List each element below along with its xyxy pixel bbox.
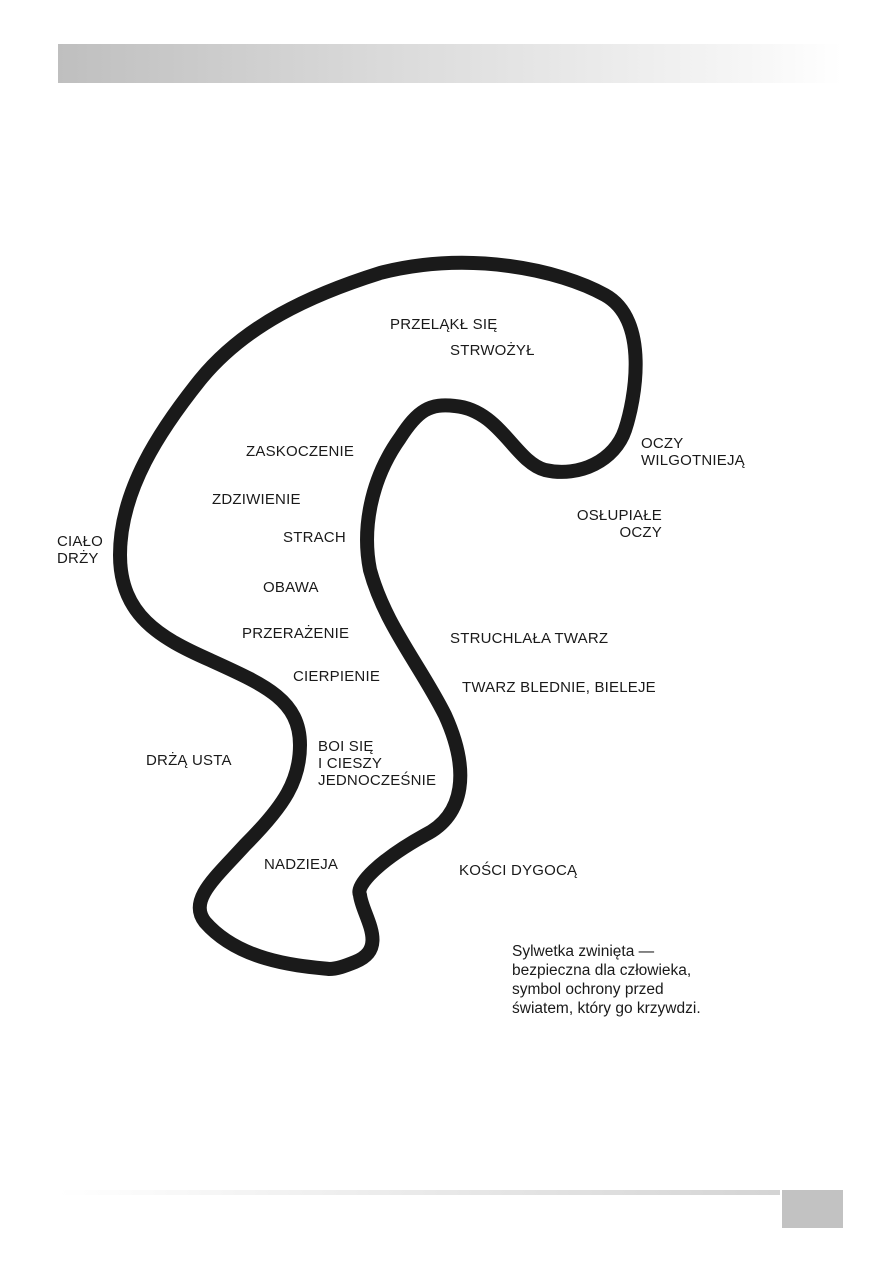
label-oslupiale-oczy: OSŁUPIAŁE OCZY	[576, 507, 662, 541]
label-oczy-wilgotnieja: OCZY WILGOTNIEJĄ	[641, 435, 745, 469]
silhouette-path	[113, 255, 643, 976]
caption-text: Sylwetka zwinięta — bezpieczna dla człow…	[512, 943, 701, 1017]
label-struchlala-twarz: STRUCHLAŁA TWARZ	[450, 630, 609, 647]
label-zdziwienie: ZDZIWIENIE	[212, 491, 301, 508]
label-obawa: OBAWA	[263, 579, 319, 596]
header-bar	[58, 44, 842, 83]
label-przelakl-sie: PRZELĄKŁ SIĘ	[390, 316, 498, 333]
label-cialo-drzy: CIAŁO DRŻY	[57, 533, 104, 567]
label-kosci-dygoca: KOŚCI DYGOCĄ	[459, 862, 578, 879]
label-drza-usta: DRŻĄ USTA	[146, 752, 232, 769]
label-nadzieja: NADZIEJA	[264, 856, 339, 873]
footer-line	[58, 1190, 780, 1195]
label-cierpienie: CIERPIENIE	[293, 668, 381, 685]
label-twarz-blednie: TWARZ BLEDNIE, BIELEJE	[462, 679, 656, 696]
label-zaskoczenie: ZASKOCZENIE	[246, 443, 355, 460]
label-strach: STRACH	[283, 529, 346, 546]
page-number-box	[782, 1190, 843, 1228]
label-strwozyl: STRWOŻYŁ	[450, 342, 535, 359]
label-boi-sie-i-cieszy: BOI SIĘ I CIESZY JEDNOCZEŚNIE	[318, 738, 437, 789]
label-przerazenie: PRZERAŻENIE	[242, 625, 350, 642]
